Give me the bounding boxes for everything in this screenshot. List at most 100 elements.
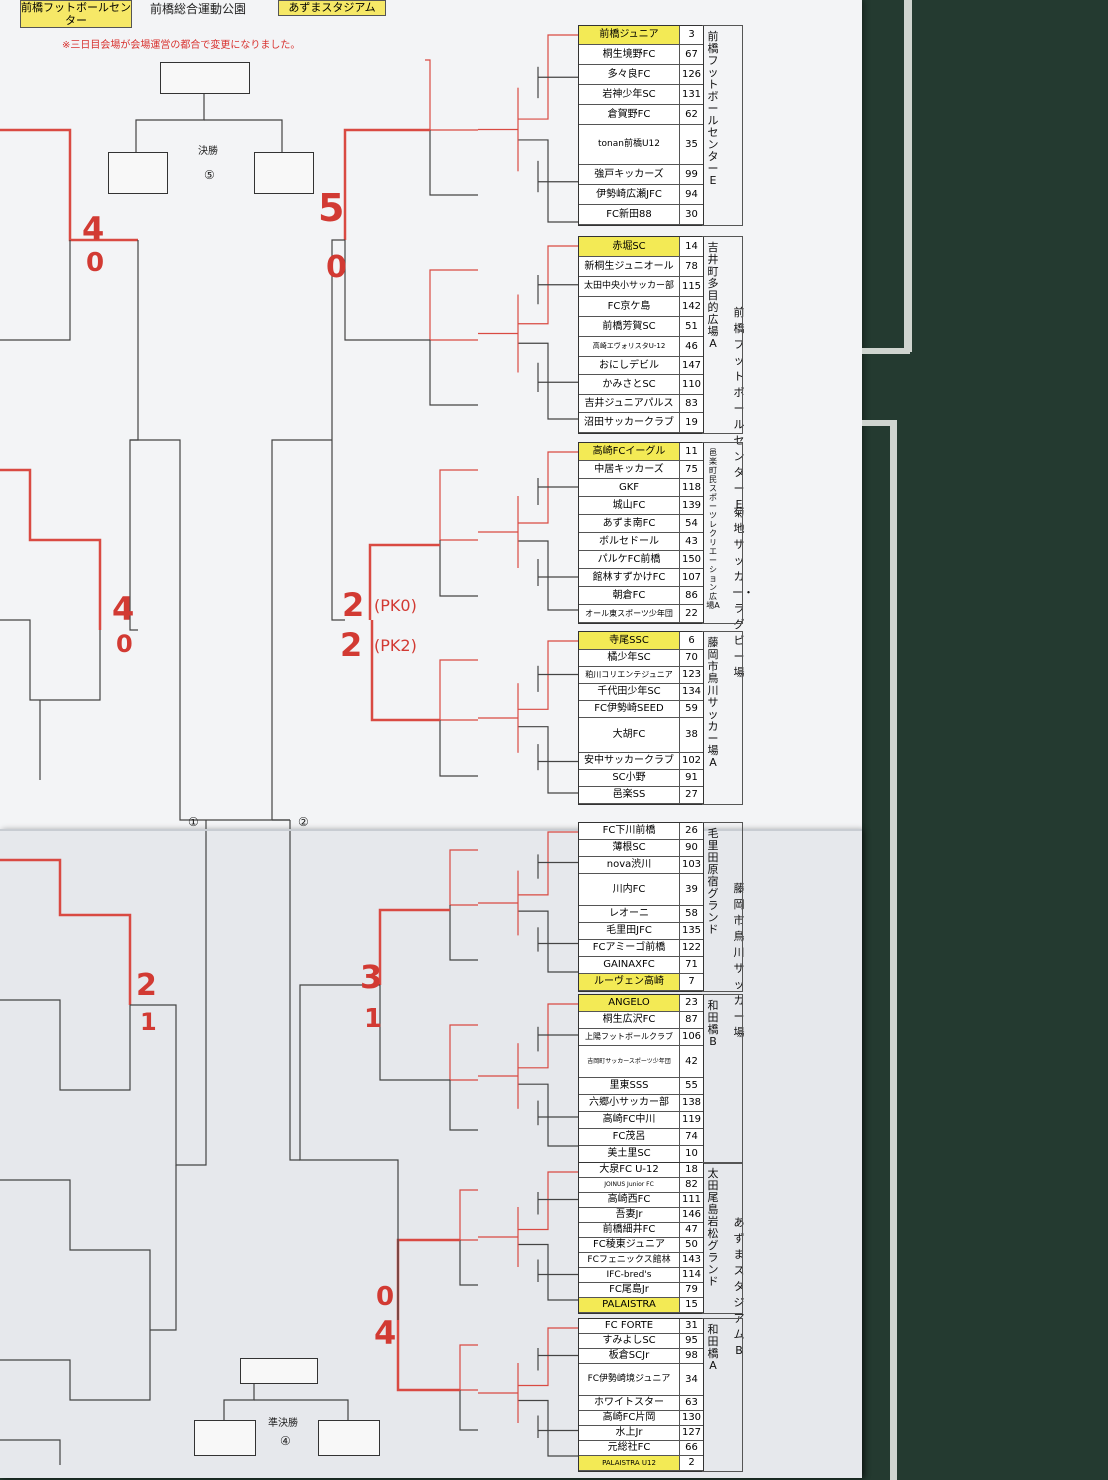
bracket-line: [0, 858, 132, 1005]
team-name: 吉井ジュニアパルス: [584, 398, 674, 409]
handwritten-score: 1: [364, 1004, 383, 1034]
team-name: 岩神少年SC: [602, 89, 656, 100]
bracket-line: [0, 128, 138, 242]
team-number: 70: [679, 650, 703, 666]
bracket-line: [129, 240, 139, 631]
handwritten-score: 0: [326, 250, 347, 285]
bracket-line: [368, 543, 440, 620]
venue-label: 太田尾島岩松グランド: [707, 1167, 719, 1288]
team-name: PALAISTRA U12: [579, 1456, 679, 1470]
team-name: 安中サッカークラブ: [584, 755, 674, 766]
bracket-line: [331, 239, 345, 621]
venue-frame: [702, 1318, 743, 1472]
team-number: 131: [679, 85, 703, 104]
team-number: 87: [679, 1012, 703, 1028]
team-row: オール東スポーツ少年団 22: [579, 605, 703, 623]
team-number: 30: [679, 205, 703, 224]
team-name: FC下川前橋: [602, 825, 656, 836]
team-name: おにしデビル: [599, 360, 659, 371]
team-number: 7: [679, 974, 703, 990]
final-slot-right: [254, 152, 314, 194]
handwritten-score: 4: [112, 590, 135, 628]
team-number: 150: [679, 551, 703, 568]
semifinal-number: ④: [280, 1434, 291, 1448]
team-name: すみよしSC: [602, 1335, 656, 1346]
team-number: 14: [679, 237, 703, 256]
team-name: FC伊勢崎SEED: [594, 703, 664, 714]
team-number: 38: [679, 718, 703, 752]
bracket-line: [518, 1171, 578, 1231]
team-number: 75: [679, 461, 703, 478]
team-name: 前橋ジュニア: [579, 26, 679, 44]
team-number: 58: [679, 906, 703, 922]
bracket-line: [439, 659, 478, 721]
team-number: 43: [679, 533, 703, 550]
team-name: 高崎エヴォリスタU-12: [592, 342, 666, 350]
team-name: 沼田サッカークラブ: [584, 417, 674, 428]
team-number: 138: [679, 1095, 703, 1111]
team-name: FC稜東ジュニア: [592, 1239, 666, 1250]
venue-frame: [702, 25, 743, 226]
team-name: 新桐生ジュニオール: [584, 261, 674, 272]
team-name: FC伊勢崎境ジュニア: [587, 1374, 671, 1384]
team-name: 高崎FCイーグル: [579, 443, 679, 460]
team-number: 55: [679, 1078, 703, 1094]
team-number: 6: [679, 632, 703, 649]
team-name: ホワイトスター: [594, 1397, 664, 1408]
venue-label: 前橋フットボールセンターE: [707, 30, 719, 187]
team-number: 3: [679, 26, 703, 44]
venue-frame: [702, 994, 743, 1164]
team-name: FC京ケ島: [607, 301, 651, 312]
team-name: 桐生広沢FC: [602, 1014, 656, 1025]
board-frame-line: [862, 420, 896, 426]
bracket-line: [299, 984, 399, 1320]
semifinal-slot-right: [318, 1420, 380, 1456]
team-number: 71: [679, 957, 703, 973]
venue-frame: [702, 442, 743, 624]
team-name: 城山FC: [612, 500, 646, 511]
team-number: 79: [679, 1283, 703, 1297]
bracket-sheet-lower-fold: [0, 830, 862, 1478]
team-number: 82: [679, 1178, 703, 1192]
venue-label: 和田橋B: [707, 999, 719, 1048]
team-number: 91: [679, 770, 703, 786]
bracket-line: [396, 1238, 460, 1320]
team-number: 22: [679, 605, 703, 622]
team-name: オール東スポーツ少年団: [585, 609, 673, 618]
team-number: 107: [679, 569, 703, 586]
handwritten-score: 4: [374, 1314, 397, 1352]
bracket-line: [459, 1240, 478, 1286]
team-name: 大胡FC: [612, 729, 646, 740]
bracket-line: [289, 820, 300, 1161]
team-number: 123: [679, 667, 703, 683]
team-number: 106: [679, 1029, 703, 1045]
bracket-line: [518, 1003, 578, 1069]
team-name: FC茂呂: [612, 1131, 646, 1142]
team-name: 高崎西FC: [607, 1194, 651, 1205]
